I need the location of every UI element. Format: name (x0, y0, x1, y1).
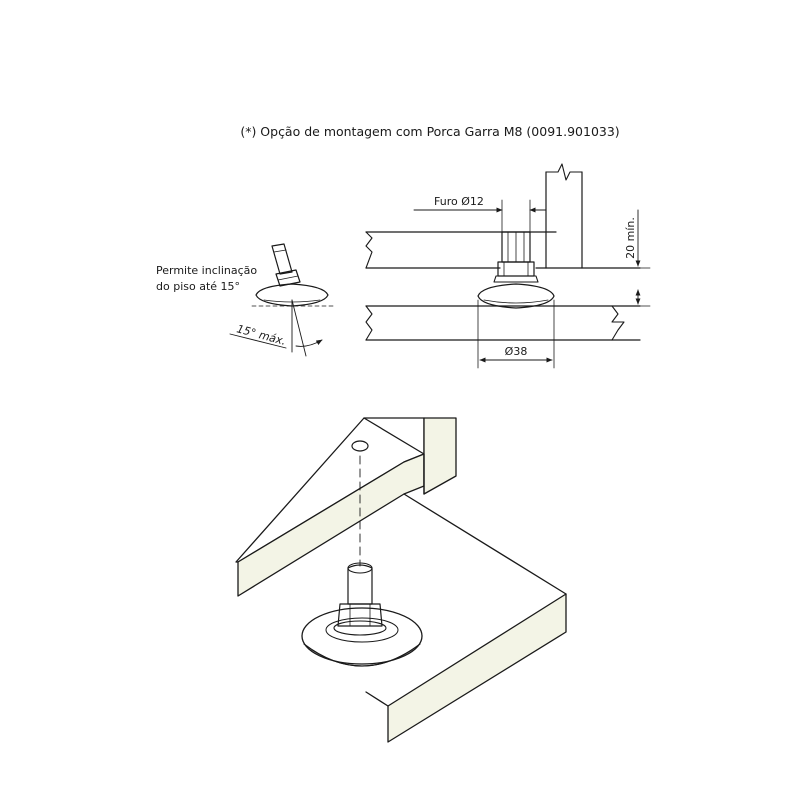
floor-board (387, 593, 567, 743)
tilted-foot-nut (275, 269, 301, 287)
iso-foot-stud (347, 564, 373, 605)
angle-label: 15° máx. (235, 322, 287, 348)
incline-label-line2: do piso até 15° (156, 280, 240, 293)
tilted-foot-base (255, 283, 329, 307)
mounting-hole (351, 440, 369, 452)
vertical-panel (423, 417, 457, 495)
tilted-foot-stud (271, 243, 293, 275)
base-diameter-label: Ø38 (505, 345, 528, 358)
min-thickness-label: 20 mín. (624, 217, 637, 259)
incline-label-line1: Permite inclinação (156, 264, 257, 277)
tilted-foot-figure: Permite inclinação do piso até 15° 15° m… (156, 243, 335, 357)
section-nut (497, 261, 535, 277)
drawing-title: (*) Opção de montagem com Porca Garra M8… (240, 124, 619, 139)
section-foot-base (477, 283, 555, 309)
section-view: Furo Ø12 20 mín. Ø38 (365, 163, 651, 369)
break-symbol (365, 231, 373, 269)
iso-foot-base (301, 607, 423, 665)
iso-foot-nut (337, 603, 383, 627)
hole-label: Furo Ø12 (434, 195, 484, 208)
isometric-view (235, 417, 567, 743)
